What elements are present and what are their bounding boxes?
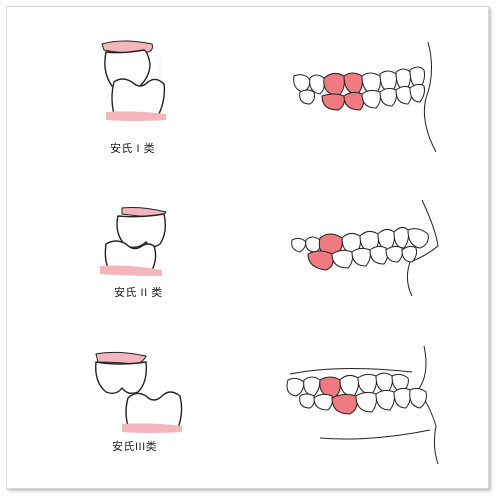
lower-tooth bbox=[409, 83, 425, 103]
upper-molar-highlight bbox=[319, 376, 341, 399]
upper-tooth bbox=[303, 376, 321, 397]
upper-molar bbox=[95, 361, 148, 395]
class-3-label: 安氏III类 bbox=[112, 441, 158, 453]
lower-molar-highlight bbox=[343, 91, 365, 111]
lower-tooth bbox=[351, 247, 371, 267]
upper-molar-highlight bbox=[323, 72, 345, 97]
upper-tooth bbox=[339, 374, 359, 397]
molar-diagram-class-3 bbox=[95, 351, 183, 433]
class-2-label: 安氏 II 类 bbox=[114, 287, 163, 299]
upper-tooth bbox=[305, 236, 321, 253]
upper-tooth bbox=[395, 68, 411, 91]
upper-tooth bbox=[286, 377, 305, 397]
upper-tooth bbox=[391, 373, 409, 393]
upper-molar-highlight bbox=[343, 72, 363, 95]
lip-outline bbox=[423, 42, 437, 152]
lower-tooth bbox=[361, 89, 381, 109]
dental-arch-class-2 bbox=[291, 200, 439, 296]
dental-arch-class-1 bbox=[293, 42, 437, 152]
lower-tooth bbox=[379, 87, 397, 107]
lower-tooth bbox=[401, 245, 417, 263]
upper-tooth bbox=[309, 74, 325, 95]
molar-diagram-class-2 bbox=[100, 207, 167, 276]
lower-tooth bbox=[299, 393, 315, 409]
lower-tooth bbox=[299, 89, 315, 105]
upper-jaw-line bbox=[289, 367, 413, 375]
lower-molar-highlight bbox=[307, 250, 334, 271]
lower-tooth bbox=[385, 245, 403, 263]
upper-tooth bbox=[393, 226, 409, 249]
lower-tooth bbox=[409, 387, 427, 409]
lower-molar bbox=[125, 391, 183, 429]
lower-jaw-line bbox=[319, 429, 431, 440]
lower-molar-highlight bbox=[321, 93, 345, 111]
upper-tooth bbox=[357, 373, 377, 395]
upper-tooth bbox=[291, 237, 307, 253]
upper-tooth bbox=[379, 70, 397, 93]
molar-diagram-class-1 bbox=[101, 40, 166, 121]
upper-tooth bbox=[409, 66, 425, 89]
lip-outline bbox=[417, 346, 439, 465]
lower-tooth bbox=[375, 389, 395, 411]
upper-tooth bbox=[293, 74, 311, 93]
class-1-label: 安氏 I 类 bbox=[110, 143, 156, 155]
lower-tooth bbox=[313, 393, 333, 411]
lower-tooth bbox=[331, 249, 353, 269]
lower-gum bbox=[122, 423, 182, 433]
lower-gum bbox=[100, 265, 162, 276]
upper-gum bbox=[95, 351, 147, 365]
upper-tooth bbox=[407, 228, 429, 249]
lower-tooth bbox=[355, 391, 377, 413]
lower-gum bbox=[106, 111, 166, 121]
upper-tooth bbox=[361, 72, 381, 95]
dental-arch-class-3 bbox=[286, 346, 439, 465]
lower-molar-highlight bbox=[331, 393, 358, 415]
lower-tooth bbox=[395, 85, 413, 105]
lower-tooth bbox=[369, 245, 389, 265]
upper-tooth bbox=[375, 372, 393, 393]
lower-tooth bbox=[393, 387, 411, 409]
lip-outline bbox=[406, 200, 439, 296]
